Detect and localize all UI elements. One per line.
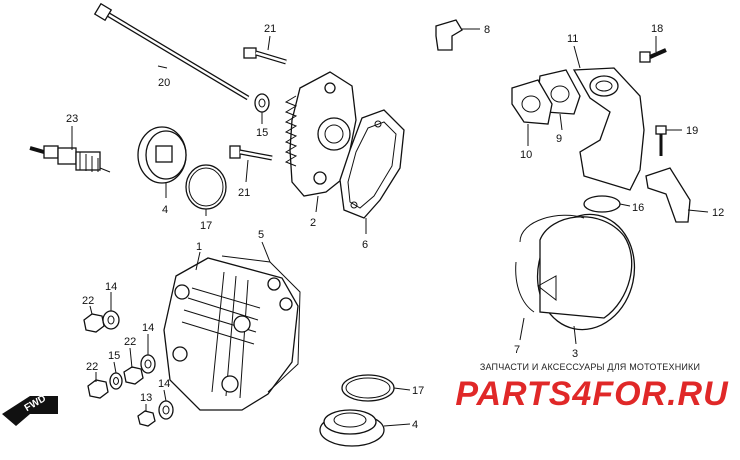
air-cleaner-housing-3 <box>536 213 636 331</box>
nut-22-lower <box>87 379 109 399</box>
label-18: 18 <box>651 23 663 35</box>
label-22-lower: 22 <box>86 361 98 373</box>
gasket-7 <box>519 214 585 243</box>
bolt-21-top <box>243 47 287 65</box>
washer-14-lower <box>158 400 174 420</box>
label-8: 8 <box>484 24 490 36</box>
label-15-top: 15 <box>256 127 268 139</box>
washer-15-lower <box>109 372 123 390</box>
label-23: 23 <box>66 113 78 125</box>
label-10: 10 <box>520 149 532 161</box>
label-16: 16 <box>632 202 644 214</box>
intake-pipe-11 <box>572 67 645 191</box>
label-15-lower: 15 <box>108 350 120 362</box>
washer-14-upper <box>102 310 120 330</box>
label-22-mid: 22 <box>124 336 136 348</box>
o-ring-16 <box>583 195 621 213</box>
tappet-cap-4-top <box>137 126 187 184</box>
nut-13 <box>137 410 156 427</box>
label-2: 2 <box>310 217 316 229</box>
side-cover-2 <box>284 71 357 197</box>
label-20: 20 <box>158 77 170 89</box>
o-ring-17-top <box>185 164 227 210</box>
watermark-logo: PARTS4FOR.RU <box>455 375 729 413</box>
label-9: 9 <box>556 133 562 145</box>
stud-bolt-20 <box>93 2 250 101</box>
label-21-lower: 21 <box>238 187 250 199</box>
label-11: 11 <box>567 33 578 45</box>
label-19: 19 <box>686 125 698 137</box>
elbow-8 <box>435 19 463 51</box>
part-labels: 20 21 15 21 2 6 4 17 23 1 5 22 14 14 22 … <box>66 23 724 431</box>
label-14-upper: 14 <box>105 281 117 293</box>
tappet-cap-4-lower <box>319 409 385 447</box>
label-1: 1 <box>196 241 202 253</box>
label-22-upper: 22 <box>82 295 94 307</box>
insulator-10 <box>511 79 553 125</box>
nut-22-mid <box>123 366 144 385</box>
label-13: 13 <box>140 392 152 404</box>
label-5: 5 <box>258 229 264 241</box>
gasket-6 <box>339 109 405 219</box>
label-7: 7 <box>514 344 520 356</box>
cylinder-head-cover-1 <box>163 257 299 411</box>
bolt-19 <box>655 125 667 156</box>
label-6: 6 <box>362 239 368 251</box>
label-17-top: 17 <box>200 220 212 232</box>
washer-15-top <box>254 93 270 113</box>
spark-plug-23 <box>29 145 111 173</box>
label-4-lower: 4 <box>412 419 418 431</box>
label-14-mid: 14 <box>142 322 154 334</box>
label-21-top: 21 <box>264 23 276 35</box>
bracket-12 <box>645 167 691 223</box>
label-3: 3 <box>572 348 578 360</box>
label-14-lower: 14 <box>158 378 170 390</box>
fwd-arrow: FWD <box>2 393 58 426</box>
bolt-18 <box>639 48 667 63</box>
watermark-caption: ЗАПЧАСТИ И АКСЕССУАРЫ ДЛЯ МОТОТЕХНИКИ <box>479 362 701 372</box>
nut-22-upper <box>83 313 105 333</box>
label-17-lower: 17 <box>412 385 424 397</box>
label-12: 12 <box>712 207 724 219</box>
washer-14-mid <box>140 354 156 374</box>
o-ring-17-lower <box>341 374 395 402</box>
label-4-top: 4 <box>162 204 168 216</box>
cover-gasket-5 <box>221 255 301 393</box>
bolt-21-lower <box>229 145 273 161</box>
